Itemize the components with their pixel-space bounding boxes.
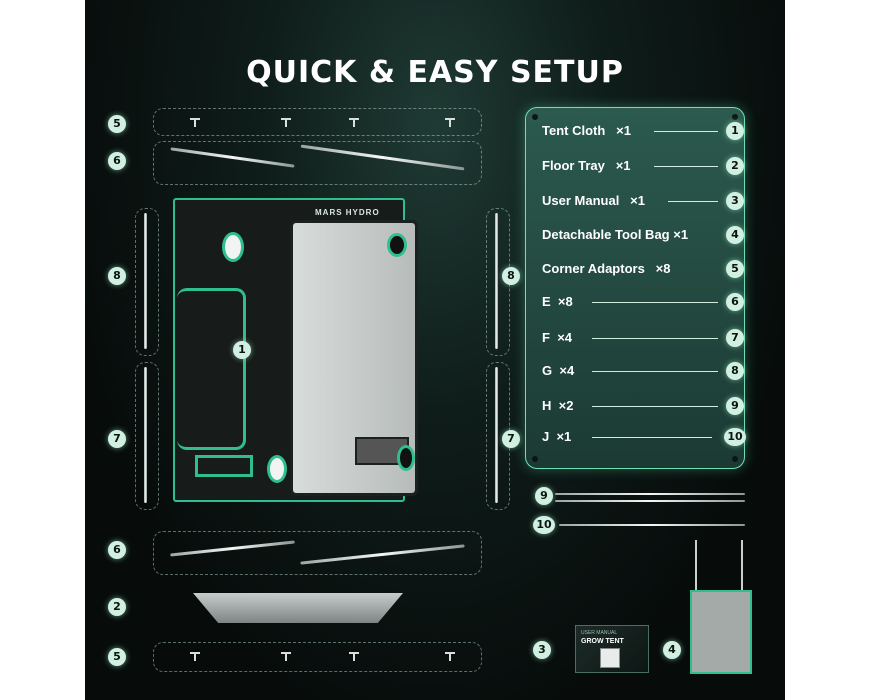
marker-5-top: 5 (108, 115, 126, 133)
panel-pin (532, 114, 538, 120)
marker-2: 2 (108, 598, 126, 616)
tent-vent-window (222, 232, 244, 262)
part-number: 4 (726, 226, 744, 244)
page-title: QUICK & EASY SETUP (246, 55, 624, 90)
corner-adaptor (445, 652, 455, 661)
parts-list-item: Floor Tray ×1 2 (542, 155, 744, 177)
corner-adaptor (281, 652, 291, 661)
marker-6-top: 6 (108, 152, 126, 170)
part-number: 2 (726, 157, 744, 175)
manual-box-tent-image (600, 648, 620, 668)
rod-h (555, 500, 745, 502)
parts-list-item: F ×4 7 (542, 327, 744, 349)
manual-box-title: GROW TENT (581, 638, 624, 645)
parts-list-item: E ×8 6 (542, 291, 744, 313)
parts-list-panel: Tent Cloth ×1 1 Floor Tray ×1 2 User Man… (525, 107, 746, 469)
pole-g (144, 213, 147, 349)
leader-line (592, 371, 718, 372)
parts-list-item: G ×4 8 (542, 360, 744, 382)
leader-line (654, 131, 718, 132)
pole-g (495, 213, 498, 349)
part-number: 5 (726, 260, 744, 278)
rod-j (559, 524, 745, 526)
panel-pin (732, 456, 738, 462)
parts-list-item: Detachable Tool Bag ×1 4 (542, 224, 744, 246)
marker-4: 4 (663, 641, 681, 659)
part-label: Tent Cloth ×1 (542, 123, 631, 138)
part-number: 7 (726, 329, 744, 347)
floor-tray (193, 593, 403, 623)
user-manual-box: USER MANUAL GROW TENT (575, 625, 649, 673)
corner-adaptor-frame-top (153, 108, 482, 136)
panel-pin (532, 456, 538, 462)
part-label: H ×2 (542, 398, 574, 413)
parts-list-item: Corner Adaptors ×8 5 (542, 258, 744, 280)
panel-pin (732, 114, 738, 120)
parts-list-item: User Manual ×1 3 (542, 190, 744, 212)
corner-adaptor (190, 652, 200, 661)
leader-line (592, 302, 718, 303)
leader-line (592, 437, 712, 438)
tent-cable-port (267, 455, 287, 483)
corner-adaptor (445, 118, 455, 127)
tool-bag-strap (741, 540, 743, 592)
part-label: F ×4 (542, 330, 573, 345)
parts-list-item: H ×2 9 (542, 395, 744, 417)
tool-bag-strap (695, 540, 697, 592)
leader-line (592, 338, 718, 339)
corner-adaptor (349, 652, 359, 661)
corner-adaptor (281, 118, 291, 127)
pole-f (495, 367, 498, 503)
tent-bottom-port (397, 445, 415, 471)
part-label: Detachable Tool Bag ×1 (542, 227, 689, 242)
part-number: 10 (724, 428, 746, 446)
pole-frame-left-upper (135, 208, 159, 356)
parts-list-item: Tent Cloth ×1 1 (542, 120, 744, 142)
marker-7-right: 7 (502, 430, 520, 448)
pole-frame-left-lower (135, 362, 159, 510)
leader-line (592, 406, 718, 407)
pole-f (144, 367, 147, 503)
part-number: 3 (726, 192, 744, 210)
marker-8-right: 8 (502, 267, 520, 285)
part-label: E ×8 (542, 294, 573, 309)
corner-adaptor-frame-bottom (153, 642, 482, 672)
manual-box-subtitle: USER MANUAL (581, 630, 618, 636)
marker-3: 3 (533, 641, 551, 659)
marker-10: 10 (533, 516, 555, 534)
leader-line (668, 201, 718, 202)
pole-frame-top (153, 141, 482, 185)
marker-9: 9 (535, 487, 553, 505)
part-number: 9 (726, 397, 744, 415)
marker-7-left: 7 (108, 430, 126, 448)
part-number: 8 (726, 362, 744, 380)
marker-6-bottom: 6 (108, 541, 126, 559)
corner-adaptor (190, 118, 200, 127)
part-label: Corner Adaptors ×8 (542, 261, 671, 276)
part-number: 1 (726, 122, 744, 140)
brand-logo: MARS HYDRO (315, 208, 380, 217)
detachable-tool-bag (690, 590, 752, 674)
corner-adaptor (349, 118, 359, 127)
part-label: J ×1 (542, 429, 572, 444)
part-label: User Manual ×1 (542, 193, 645, 208)
part-label: G ×4 (542, 363, 575, 378)
tent-side-door (177, 288, 246, 450)
part-label: Floor Tray ×1 (542, 158, 631, 173)
setup-infographic: QUICK & EASY SETUP 5 6 8 7 MARS HYDRO 1 … (85, 0, 785, 700)
tent-front-open (290, 220, 418, 496)
leader-line (654, 166, 718, 167)
parts-list-item: J ×1 10 (542, 426, 746, 448)
rod-h (555, 493, 745, 495)
part-number: 6 (726, 293, 744, 311)
pole-frame-bottom (153, 531, 482, 575)
tent-side-vent (195, 455, 253, 477)
tent-top-port (387, 233, 407, 257)
marker-5-bottom: 5 (108, 648, 126, 666)
marker-1: 1 (233, 341, 251, 359)
marker-8-left: 8 (108, 267, 126, 285)
